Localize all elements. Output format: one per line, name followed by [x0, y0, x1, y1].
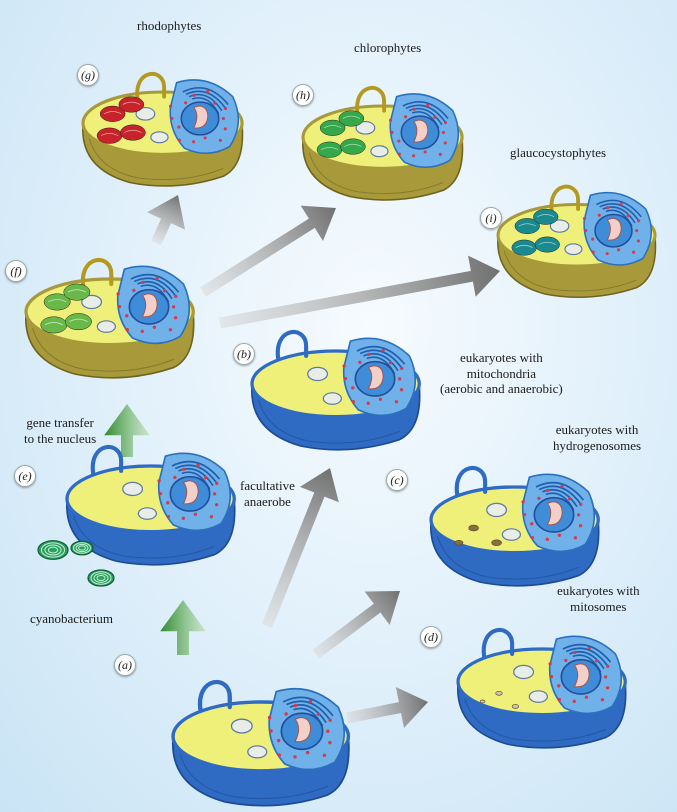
label-rhodophytes: rhodophytes — [137, 18, 202, 33]
panel-tag-d: (d) — [420, 626, 442, 648]
panel-tag-g: (g) — [77, 64, 99, 86]
arrow-f-to-h — [200, 205, 336, 297]
cell-f-photosynthetic-eukaryote — [24, 257, 195, 379]
cell-d-mitosomes — [456, 627, 627, 749]
panel-tag-b: (b) — [233, 343, 255, 365]
label-mitosome-eukaryotes: eukaryotes with mitosomes — [557, 583, 640, 614]
arrow-a-to-d — [345, 687, 428, 729]
label-glaucocystophytes: glaucocystophytes — [510, 145, 607, 160]
panel-tag-h: (h) — [292, 84, 314, 106]
label-facultative-anaerobe: facultative anaerobe — [240, 478, 295, 509]
cells — [24, 72, 657, 807]
label-gene-transfer: gene transfer to the nucleus — [24, 415, 97, 446]
cell-g-rhodophyte — [81, 72, 244, 187]
cyanobacteria — [37, 540, 115, 587]
arrow-gene-transfer — [104, 404, 150, 457]
arrow-a-to-c — [312, 591, 401, 659]
label-mitochondria-eukaryotes: eukaryotes with mitochondria (aerobic an… — [440, 350, 563, 397]
label-hydrogenosome-eukaryotes: eukaryotes with hydrogenosomes — [553, 422, 642, 453]
cell-c-hydrogenosomes — [429, 465, 600, 587]
cell-h-chlorophyte — [301, 86, 464, 201]
panel-tag-i: (i) — [480, 207, 502, 229]
arrow-f-to-g — [147, 195, 186, 246]
arrow-a-to-b — [261, 468, 339, 629]
cyanobacterium-2 — [70, 540, 94, 556]
cell-a-ancestor — [171, 679, 351, 807]
cell-e-host — [65, 444, 236, 566]
label-cyanobacterium: cyanobacterium — [30, 611, 114, 626]
arrow-f-to-i — [218, 255, 501, 329]
cell-i-glaucocystophyte — [496, 184, 657, 299]
cell-b-mitochondria — [250, 329, 421, 451]
arrow-cyano-uptake — [160, 600, 206, 655]
cyanobacterium-3 — [87, 569, 115, 587]
cyanobacterium-1 — [37, 540, 69, 560]
panel-tag-a: (a) — [114, 654, 136, 676]
arrows — [104, 195, 501, 729]
panel-tag-e: (e) — [14, 465, 36, 487]
label-chlorophytes: chlorophytes — [354, 40, 422, 55]
panel-tag-c: (c) — [386, 469, 408, 491]
panel-tag-f: (f) — [5, 260, 27, 282]
